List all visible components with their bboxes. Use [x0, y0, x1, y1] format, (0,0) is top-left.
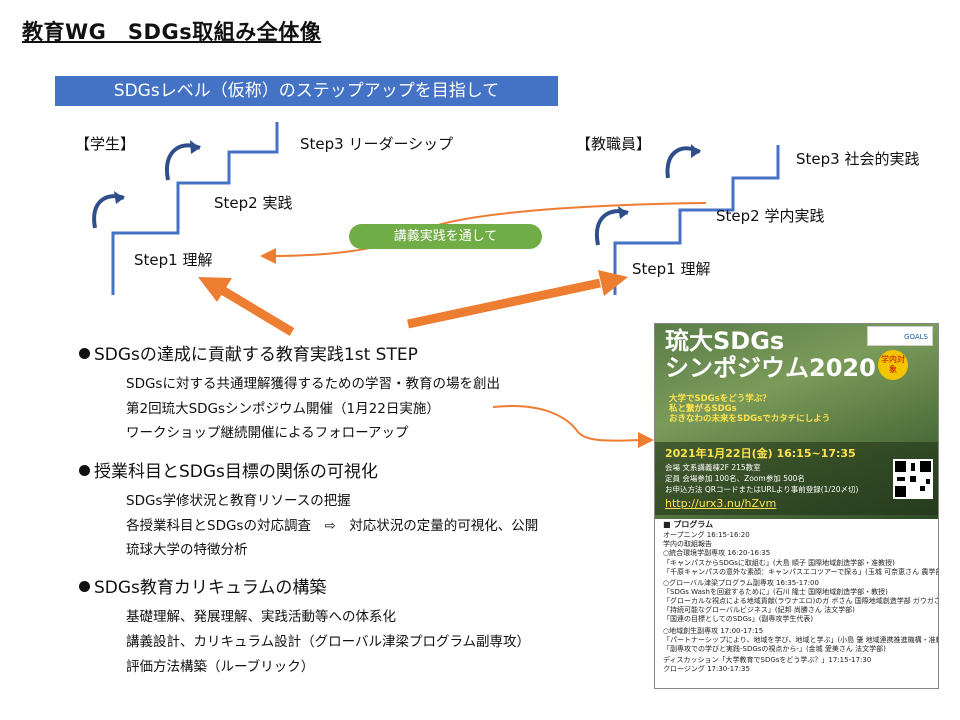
program-line: 「千原キャンパスの意外な素顔：キャンパスエコツアーで探る」(玉城 可奈恵さん 農…: [663, 568, 939, 576]
program-line: ○グローバル津梁プログラム副専攻 16:35-17:00: [663, 579, 819, 587]
student-step2-label: Step2 実践: [214, 194, 293, 212]
section-item: 講義設計、カリキュラム設計（グローバル津梁プログラム副専攻）: [126, 634, 531, 650]
program-line: 「キャンパスからSDGsに取組む」(大島 順子 国際地域創造学部・准教授): [663, 559, 895, 567]
on-campus-badge: 学内対象: [878, 350, 908, 380]
program-line: 「国連の目標としてのSDGs」(副専攻学生代表): [663, 615, 814, 623]
section-item: 基礎理解、発展理解、実践活動等への体系化: [126, 609, 396, 625]
poster-photo: GOALS 琉大SDGs シンポジウム2020 学内対象 大学でSDGsをどう学…: [655, 324, 938, 519]
section-item: SDGs学修状況と教育リソースの把握: [126, 493, 351, 509]
section-heading: SDGs教育カリキュラムの構築: [79, 573, 326, 598]
section-heading: SDGsの達成に貢献する教育実践1st STEP: [79, 340, 418, 365]
section-item: 琉球大学の特徴分析: [126, 542, 248, 558]
sdgs-logo: GOALS: [867, 326, 933, 346]
program-line: 「グローカルな視点による地域貢献(ラウナエロ)のガ ボさん 国際地域創造学部 ガ…: [663, 597, 939, 605]
student-stair-line: [111, 122, 279, 295]
program-line: ディスカッション「大学教育でSDGsをどう学ぶ？」17:15-17:30: [663, 656, 872, 664]
program-line: 「パートナーシップにより、地域を学び、地域と学ぶ」(小島 肇 地域連携推進機構・…: [663, 636, 939, 644]
staff-step1-label: Step1 理解: [632, 260, 711, 278]
program-heading: ■ プログラム: [663, 520, 714, 529]
staff-step3-label: Step3 社会的実践: [796, 150, 920, 168]
program-line: 「副専攻での学びと実践-SDGsの視点から-」(金城 愛美さん 法文学部): [663, 645, 886, 653]
arrow-to-student-step1: [219, 286, 295, 336]
qr-code-icon: [893, 459, 933, 499]
staff-label: 【教職員】: [576, 135, 652, 153]
program-line: ○統合環境学副専攻 16:20-16:35: [663, 549, 771, 557]
bullet-icon: [79, 581, 90, 592]
poster-url: http://urx3.nu/hZvm: [665, 497, 777, 510]
program-line: 「持続可能なグローバルビジネス」(紀邦 尚勝さん 法文学部): [663, 606, 855, 614]
poster-capacity: 定員 会場参加 100名、Zoom参加 500名: [665, 474, 805, 483]
program-line: クロージング 17:30-17:35: [663, 665, 750, 673]
student-step1-label: Step1 理解: [134, 251, 213, 269]
staff-step2-label: Step2 学内実践: [716, 207, 825, 225]
poster-info: 2021年1月22日(金) 16:15~17:35 会場 文系講義棟2F 215…: [655, 442, 938, 515]
section-item: 各授業科目とSDGsの対応調査 ⇨ 対応状況の定量的可視化、公開: [126, 518, 539, 534]
section-heading: 授業科目とSDGs目標の関係の可視化: [79, 457, 378, 482]
symposium-to-poster-arrow: [492, 405, 654, 449]
bullet-icon: [79, 465, 90, 476]
staff-stair-line: [613, 145, 780, 295]
section-item: 第2回琉大SDGsシンポジウム開催（1月22日実施）: [126, 401, 440, 417]
section-item: SDGsに対する共通理解獲得するための学習・教育の場を創出: [126, 376, 500, 392]
poster-date: 2021年1月22日(金) 16:15~17:35: [665, 447, 856, 460]
poster-venue: 会場 文系講義棟2F 215教室: [665, 463, 761, 472]
bullet-icon: [79, 348, 90, 359]
student-step3-label: Step3 リーダーシップ: [300, 135, 454, 153]
arrow-to-staff-step1: [407, 278, 601, 329]
program-line: 学内の取組報告: [663, 540, 712, 548]
poster-apply: お申込方法 QRコードまたはURLより事前登録(1/20〆切): [665, 485, 859, 494]
poster-title: 琉大SDGs シンポジウム2020: [665, 327, 876, 382]
lecture-practice-pill: 講義実践を通して: [349, 224, 542, 249]
poster-tagline: 大学でSDGsをどう学ぶ？ 私と繋がるSDGs おきなわの未来をSDGsでカタチ…: [669, 394, 831, 424]
section-item: 評価方法構築（ルーブリック）: [126, 659, 315, 675]
symposium-poster: GOALS 琉大SDGs シンポジウム2020 学内対象 大学でSDGsをどう学…: [654, 323, 939, 689]
program-line: オープニング 16:15-16:20: [663, 531, 750, 539]
program-line: 「SDGs Washを回避するために」(石川 隆士 国際地域創造学部・教授): [663, 588, 888, 596]
step-up-banner: SDGsレベル（仮称）のステップアップを目指して: [55, 76, 558, 106]
section-item: ワークショップ継続開催によるフォローアップ: [126, 425, 409, 441]
program-line: ○地域創生副専攻 17:00-17:15: [663, 627, 764, 635]
students-label: 【学生】: [75, 135, 136, 153]
page-title: 教育WG SDGs取組み全体像: [22, 20, 322, 44]
